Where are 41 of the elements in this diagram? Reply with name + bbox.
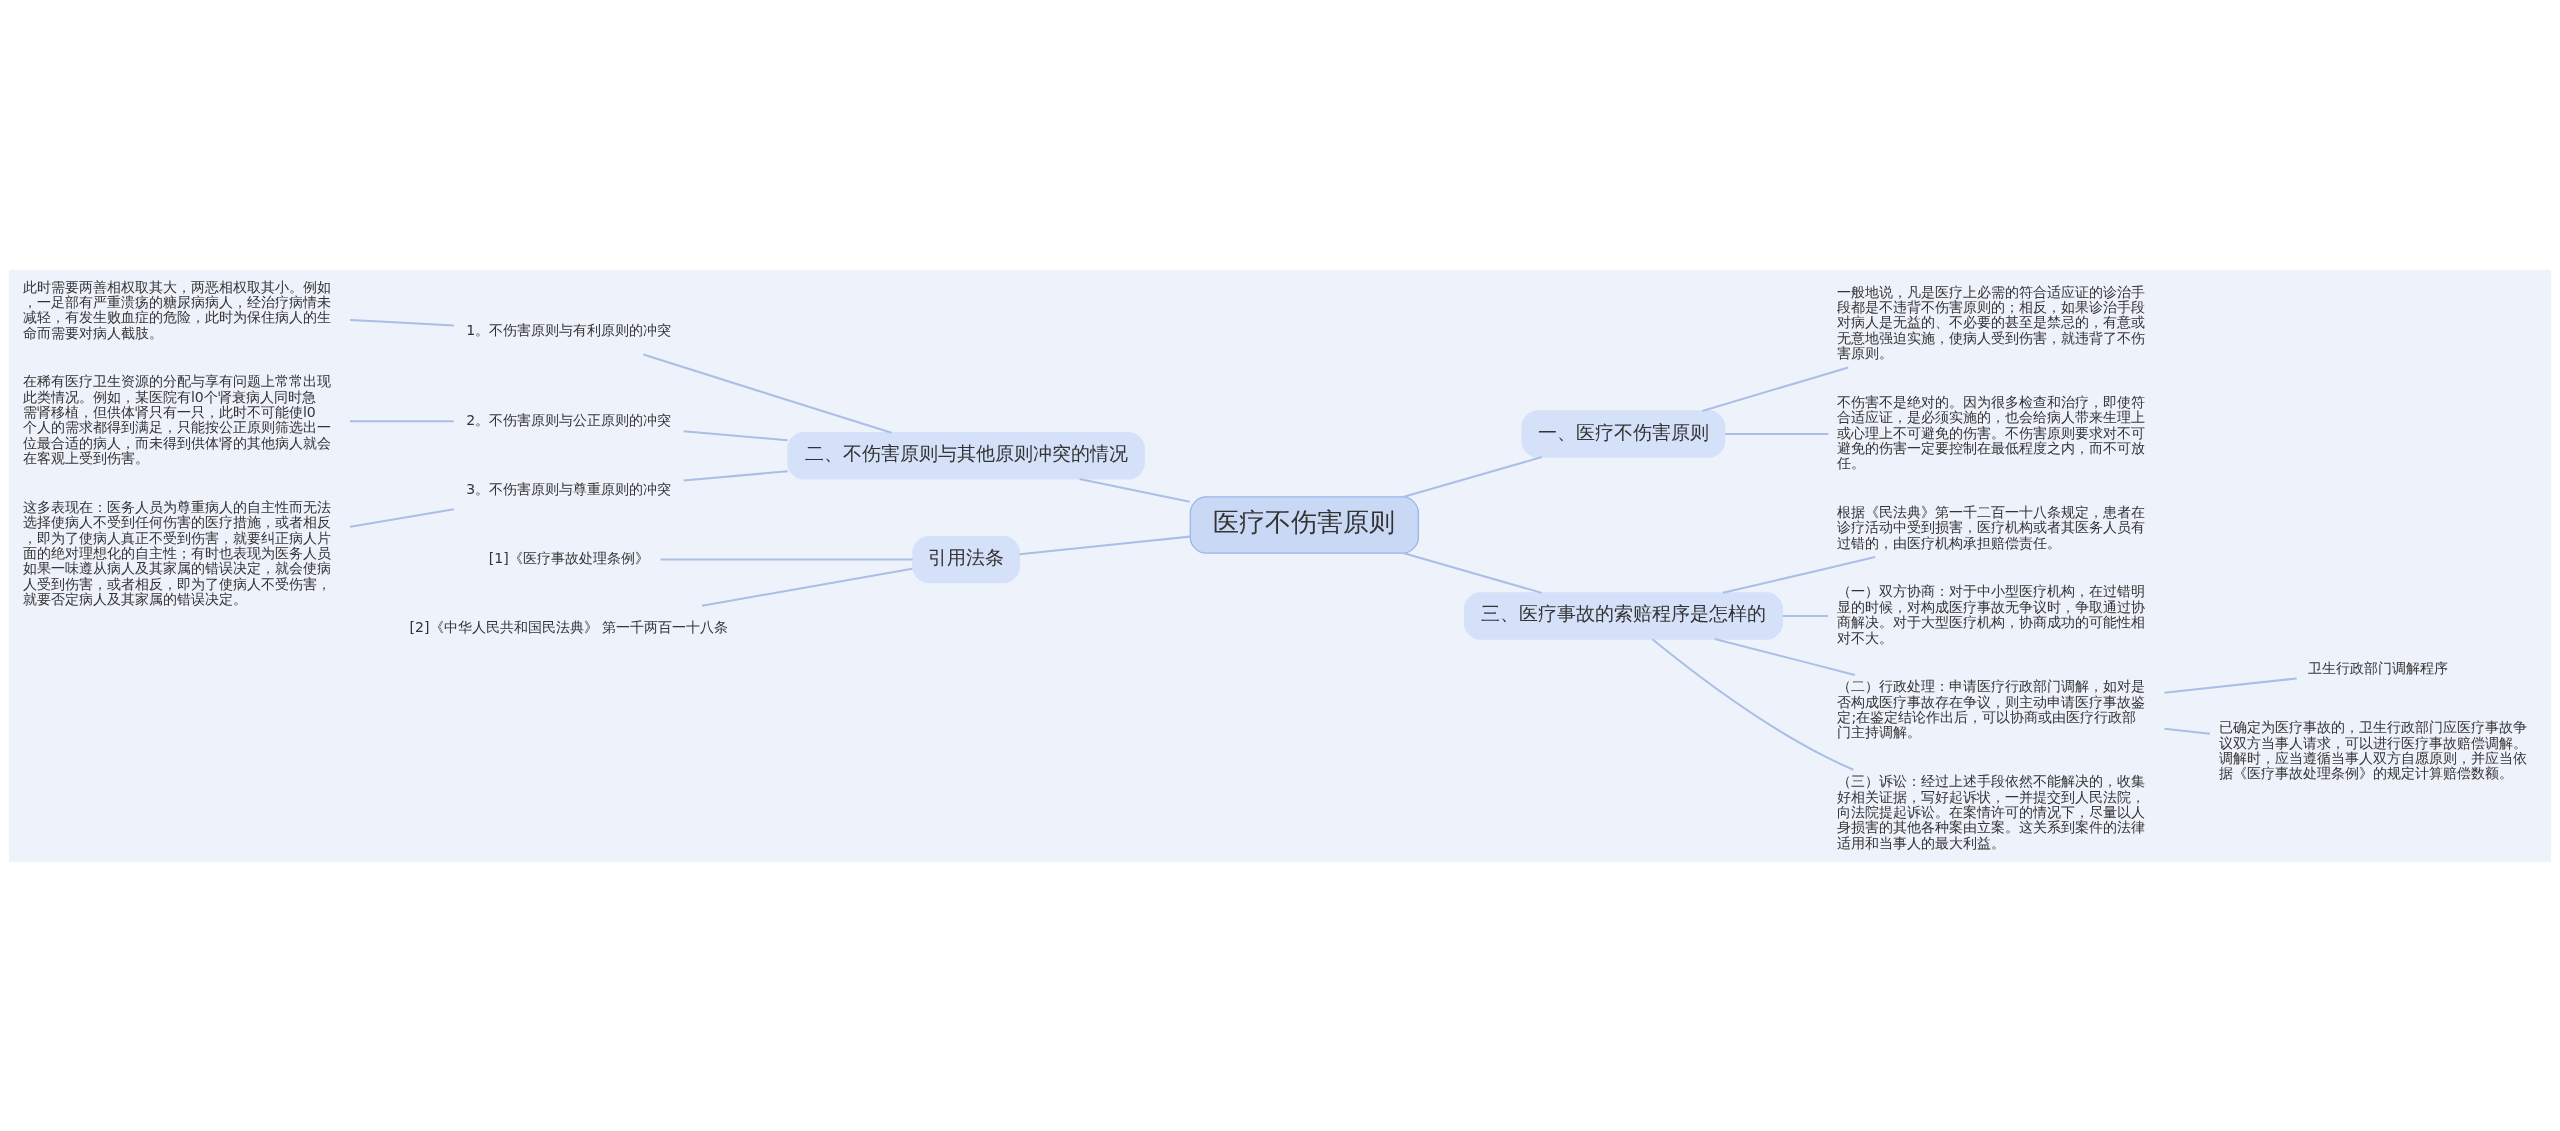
node-text: 在稀有医疗卫生资源的分配与享有问题上常常出现此类情况。例如，某医院有l0个肾衰病人同时急需肾移植，但供体肾只有一只，此时不可能使l0个人的需求都得到满足，只能按公正原则筛选出一位最合适的病人，而未得到供体肾的其他病人就会在客观上受到伤害。 xyxy=(22,372,331,466)
connector xyxy=(683,429,788,441)
node-text: 一般地说，凡是医疗上必需的符合适应证的诊治手段都是不违背不伤害原则的；相反，如果诊治手段对病人是无益的、不必要的甚至是禁忌的，有意或无意地强迫实施，使病人受到伤害，就违背了不伤害原则。 xyxy=(1837,283,2146,361)
connector xyxy=(643,353,892,434)
connector xyxy=(1079,477,1190,503)
node-text: 3。不伤害原则与尊重原则的冲突 xyxy=(466,480,672,497)
connector xyxy=(660,558,913,561)
node-box: 医疗不伤害原则 xyxy=(1189,495,1420,554)
connector xyxy=(1722,555,1876,594)
node-text: 此时需要两善相权取其大，两恶相权取其小。例如，一足部有严重溃疡的糖尿病病人，经治疗病情未减轻，有发生败血症的危险，此时为保住病人的生命而需要对病人截肢。 xyxy=(22,278,331,341)
node-text: [1]《医疗事故处理条例》 xyxy=(488,549,649,566)
connector xyxy=(1403,551,1543,594)
connector xyxy=(2164,676,2297,694)
node-text: 2。不伤害原则与公正原则的冲突 xyxy=(466,411,672,428)
connector xyxy=(1702,366,1849,412)
node-box: 一、医疗不伤害原则 xyxy=(1521,409,1726,458)
node-text: 已确定为医疗事故的，卫生行政部门应医疗事故争议双方当事人请求，可以进行医疗事故赔偿调解。调解时，应当遵循当事人双方自愿原则，并应当依据《医疗事故处理条例》的规定计算赔偿数额。 xyxy=(2219,718,2528,781)
node-box: 三、医疗事故的索赔程序是怎样的 xyxy=(1463,591,1783,640)
node-text: 卫生行政部门调解程序 xyxy=(2308,659,2449,676)
node-box: 二、不伤害原则与其他原则冲突的情况 xyxy=(787,431,1145,479)
node-text: 这多表现在：医务人员为尊重病人的自主性而无法选择使病人不受到任何伤害的医疗措施，或者相反，即为了使病人真正不受到伤害，就要纠正病人片面的绝对理想化的自主性；有时也表现为医务人员如果一味遵从病人及其家属的错误决定，就会使病人受到伤害，或者相反，即为了使病人不受伤害，就要否定病人及其家属的错误决定。 xyxy=(22,498,331,607)
connector xyxy=(349,507,455,528)
node-text: 1。不伤害原则与有利原则的冲突 xyxy=(466,321,672,338)
connector xyxy=(1019,535,1191,555)
connector xyxy=(701,567,913,607)
node-text: （三）诉讼：经过上述手段依然不能解决的，收集好相关证据，写好起诉状，一并提交到人民法院，向法院提起诉讼。在案情许可的情况下，尽量以人身损害的其他各种案由立案。这关系到案件的法律适用和当事人的最大利益。 xyxy=(1837,772,2146,851)
node-text: （一）双方协商：对于中小型医疗机构，在过错明显的时候，对构成医疗事故无争议时，争取通过协商解决。对于大型医疗机构，协商成功的可能性相对不大。 xyxy=(1837,583,2146,646)
connector xyxy=(1651,637,1854,771)
connector xyxy=(1724,432,1829,435)
node-text: [2]《中华人民共和国民法典》 第一千两百一十八条 xyxy=(409,618,729,635)
node-box: 引用法条 xyxy=(912,535,1020,583)
node-text: 不伤害不是绝对的。因为很多检查和治疗，即使符合适应证，是必须实施的，也会给病人带来生理上或心理上不可避免的伤害。不伤害原则要求对不可避免的伤害一定要控制在最低程度之内，而不可放任。 xyxy=(1837,393,2146,471)
connector xyxy=(1714,637,1856,676)
connector xyxy=(1403,455,1543,498)
node-text: 根据《民法典》第一千二百一十八条规定，患者在诊疗活动中受到损害，医疗机构或者其医务人员有过错的，由医疗机构承担赔偿责任。 xyxy=(1837,503,2146,551)
connector xyxy=(350,318,454,326)
connector xyxy=(683,469,788,481)
node-text: （二）行政处理：申请医疗行政部门调解，如对是否构成医疗事故存在争议，则主动申请医疗事故鉴定;在鉴定结论作出后，可以协商或由医疗行政部门主持调解。 xyxy=(1837,677,2146,740)
connector xyxy=(350,419,454,422)
connector xyxy=(2164,727,2211,735)
connector xyxy=(1782,614,1828,617)
